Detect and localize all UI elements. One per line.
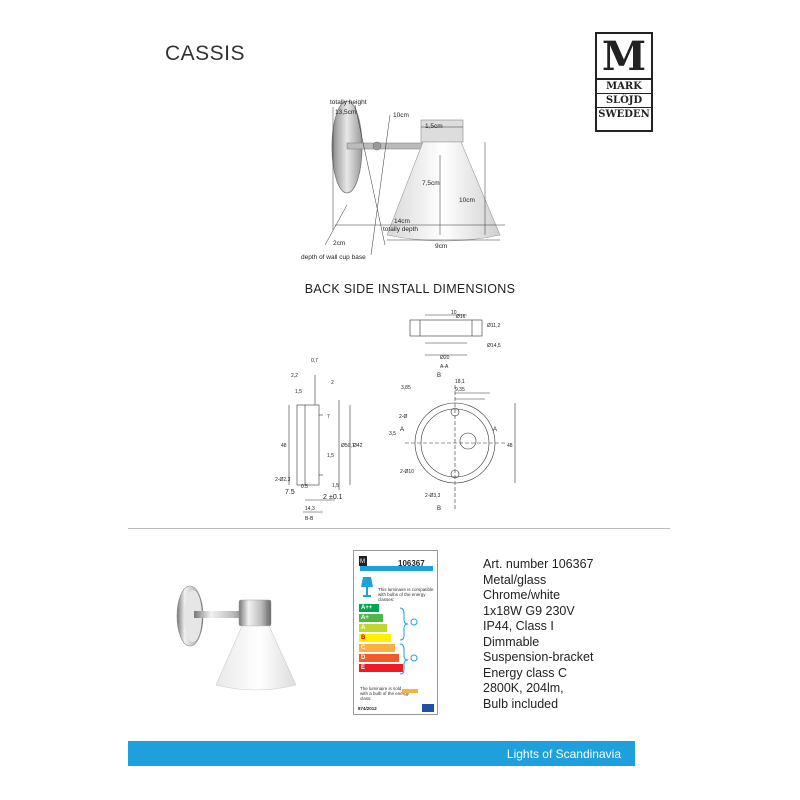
tech-front-2: 18,1 — [455, 379, 465, 385]
eu-flag-icon — [422, 704, 434, 712]
tech-top-2: Ø11,2 — [487, 323, 500, 329]
tech-side-8: Ø42 — [353, 443, 363, 449]
spec-energy-class: Energy class C — [483, 665, 568, 680]
spec-bulb-included: Bulb included — [483, 696, 559, 711]
logo-line-1: MARK — [597, 78, 651, 93]
tech-front-11: B — [437, 506, 441, 512]
label-logo-icon: M — [359, 556, 367, 566]
tech-front-9: 2-Ø10 — [400, 469, 414, 475]
label-9cm: 9cm — [435, 243, 447, 250]
logo-letter: M — [601, 33, 647, 80]
tech-side-3: 2 — [331, 380, 334, 386]
energy-regulation: 874/2012 — [358, 706, 377, 711]
tech-front-7: A — [493, 427, 497, 433]
energy-bar-b: B — [359, 634, 391, 642]
cable-hole — [459, 432, 477, 450]
energy-bar-d: D — [359, 654, 399, 662]
label-1-5cm: 1,5cm — [425, 123, 443, 130]
spec-list: Art. number 106367 Metal/glass Chrome/wh… — [483, 557, 594, 712]
tech-front-1: B — [437, 373, 441, 379]
lamp-icon — [361, 577, 373, 597]
tech-front-6: A — [400, 427, 404, 433]
svg-text:M: M — [360, 559, 365, 565]
spec-ip-class: IP44, Class I — [483, 619, 554, 633]
tech-top-1: Ø16 — [456, 314, 466, 320]
joint — [372, 141, 382, 151]
dimension-sketch: totally height 13,5cm 10cm 1,5cm 7,5cm 1… — [301, 99, 505, 261]
tech-side-14: 14,3 — [305, 506, 315, 512]
energy-bar-a2: A++ — [359, 604, 379, 612]
tech-side-13: ±0.1 — [329, 494, 343, 501]
tech-side-15: B-B — [305, 516, 314, 522]
tech-side-6: 48 — [281, 443, 287, 449]
tech-front-4: 3,85 — [401, 385, 411, 391]
tech-front-8: 48 — [507, 443, 513, 449]
energy-strip — [360, 566, 433, 571]
top-view-body — [409, 319, 483, 337]
energy-label: M 106367 This luminaire is compatible wi… — [353, 550, 438, 715]
spec-mounting: Suspension-bracket — [483, 650, 594, 664]
product-photo — [176, 585, 297, 691]
footer-tagline: Lights of Scandinavia — [506, 747, 621, 761]
glass-shade — [386, 141, 501, 242]
spec-color: Chrome/white — [483, 588, 561, 602]
energy-bar-a1: A+ — [359, 614, 383, 622]
label-totally-height: totally height — [330, 99, 367, 106]
label-depth-wall-cup: depth of wall cup base — [301, 254, 366, 261]
label-10cm-b: 10cm — [459, 197, 475, 204]
tech-top-4: Ø20 — [440, 355, 450, 361]
energy-bar-a: A — [359, 624, 387, 632]
spec-material: Metal/glass — [483, 572, 547, 587]
label-2cm: 2cm — [333, 240, 345, 247]
tech-front-10: 2-Ø3,3 — [425, 493, 441, 499]
label-7-5cm: 7,5cm — [422, 180, 440, 187]
section-divider — [128, 528, 670, 529]
energy-brackets — [399, 607, 418, 675]
tech-top-6: 10 — [451, 310, 457, 316]
tech-side-7: Ø50,7 — [341, 443, 355, 449]
energy-text-bottom: The luminaire is sold with a bulb of the… — [360, 686, 410, 701]
label-totally-depth: totally depth — [383, 226, 418, 233]
tech-top-3: Ø14,5 — [487, 343, 501, 349]
logo-line-2: SLÖJD — [597, 93, 651, 107]
tech-side-11: 7.5 — [285, 489, 295, 496]
tech-front-5: 2-Ø — [399, 414, 407, 420]
logo-line-3: SWEDEN — [597, 107, 651, 120]
tech-front-3: 9,35 — [455, 387, 465, 393]
tech-side-16: 0.5 — [301, 484, 308, 490]
spec-article-number: Art. number 106367 — [483, 557, 594, 571]
tech-side-17: 1,5 — [332, 483, 339, 489]
label-height-value: 13,5cm — [335, 109, 356, 116]
tech-side-1: 0,7 — [311, 358, 318, 364]
tech-side-5: 7 — [327, 414, 330, 420]
spec-dimmable: Dimmable — [483, 634, 540, 649]
energy-article-number: 106367 — [398, 559, 425, 568]
tech-side-2: 2,2 — [291, 373, 298, 379]
side-view-body — [296, 404, 320, 486]
spec-bulb: 1x18W G9 230V — [483, 603, 575, 618]
tech-side-4: 1,5 — [295, 389, 302, 395]
tech-side-10: 2-Ø2,3 — [275, 477, 291, 483]
energy-bar-c: C — [359, 644, 395, 652]
product-title: CASSIS — [165, 42, 246, 65]
spec-color-temp: 2800K, 204lm, — [483, 681, 564, 695]
label-10cm-a: 10cm — [393, 112, 409, 119]
energy-text-top: This luminaire is compatible with bulbs … — [378, 587, 434, 602]
technical-drawing: Ø16 Ø11,2 Ø14,5 Ø20 A-A 10 0,7 2,2 2 1,5… — [275, 310, 516, 522]
footer-banner: Lights of Scandinavia — [128, 741, 635, 766]
tech-side-9: 1,5 — [327, 453, 334, 459]
arm — [346, 142, 428, 150]
tech-top-5: A-A — [440, 364, 449, 370]
tech-front-12: 3,5 — [389, 431, 396, 437]
tech-side-12: 2 — [323, 494, 327, 501]
label-14cm: 14cm — [394, 218, 410, 225]
install-dimensions-title: BACK SIDE INSTALL DIMENSIONS — [304, 282, 516, 296]
included-bulb-class-bar — [402, 689, 418, 693]
energy-bar-e: E — [359, 664, 403, 672]
brand-logo: M MARK SLÖJD SWEDEN — [595, 32, 653, 132]
